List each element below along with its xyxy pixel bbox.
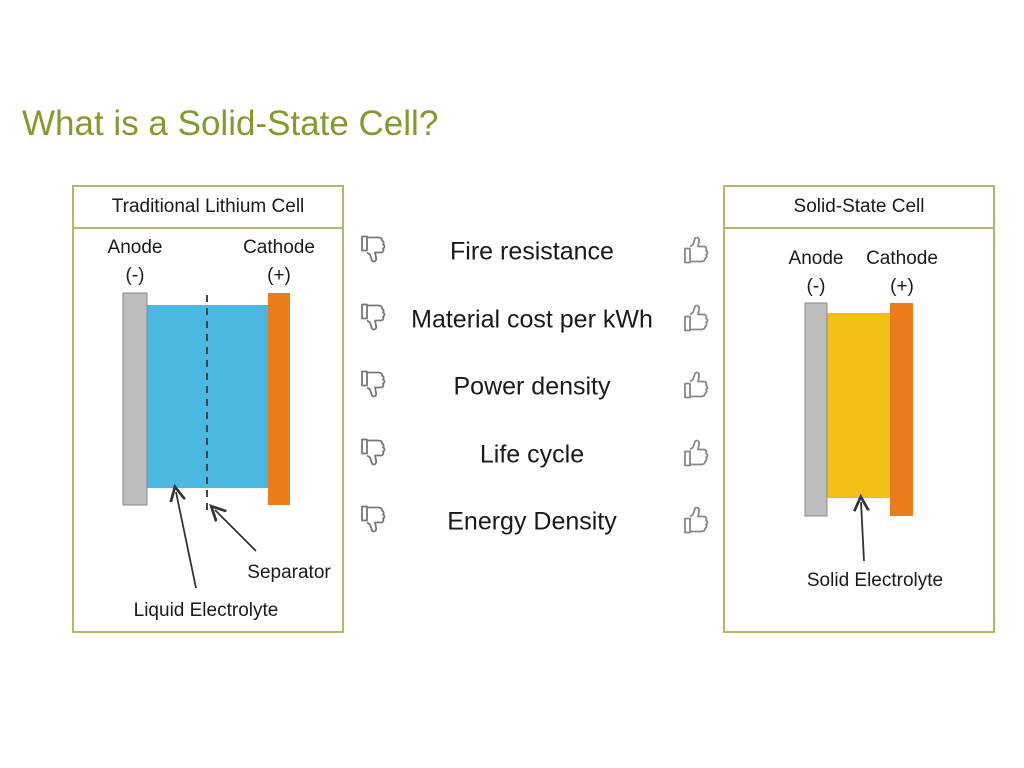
separator-arrow	[215, 510, 257, 552]
thumbs-down-icon	[358, 302, 388, 339]
thumbs-up-icon	[681, 234, 711, 271]
cathode-sign: (+)	[267, 265, 291, 286]
thumbs-down-icon	[358, 504, 388, 541]
comparison-item: Energy Density	[447, 507, 617, 536]
cathode-sign: (+)	[890, 276, 914, 297]
comparison-item: Power density	[453, 372, 611, 401]
left-cathode	[268, 293, 290, 505]
solid-state-cell-header: Solid-State Cell	[725, 187, 993, 229]
liquid-electrolyte	[147, 305, 268, 488]
left-anode	[122, 292, 148, 506]
anode-sign: (-)	[806, 276, 826, 297]
thumbs-down-icon	[358, 369, 388, 406]
thumbs-up-icon	[681, 302, 711, 339]
thumbs-up-icon	[681, 504, 711, 541]
anode-sign: (-)	[125, 265, 145, 286]
cathode-label: Cathode	[866, 248, 938, 269]
thumbs-down-icon	[358, 437, 388, 474]
solid-state-cell-panel: Solid-State Cell	[723, 185, 995, 633]
right-anode	[804, 302, 828, 517]
comparison-item: Life cycle	[479, 440, 585, 469]
electrolyte-arrow	[176, 492, 197, 589]
liquid-electrolyte-label: Liquid Electrolyte	[133, 600, 279, 621]
page-title: What is a Solid-State Cell?	[22, 104, 439, 143]
comparison-item: Material cost per kWh	[411, 305, 653, 334]
solid-electrolyte	[827, 313, 890, 498]
thumbs-down-icon	[358, 234, 388, 271]
separator-label: Separator	[247, 562, 331, 583]
cathode-label: Cathode	[243, 237, 315, 258]
thumbs-up-icon	[681, 437, 711, 474]
thumbs-up-icon	[681, 369, 711, 406]
solid-electrolyte-arrow	[861, 502, 864, 562]
comparison-item: Fire resistance	[450, 237, 614, 266]
traditional-cell-header: Traditional Lithium Cell	[74, 187, 342, 229]
solid-electrolyte-label: Solid Electrolyte	[806, 570, 944, 591]
anode-label: Anode	[107, 237, 163, 258]
anode-label: Anode	[788, 248, 844, 269]
right-cathode	[890, 303, 913, 516]
traditional-cell-panel: Traditional Lithium Cell	[72, 185, 344, 633]
